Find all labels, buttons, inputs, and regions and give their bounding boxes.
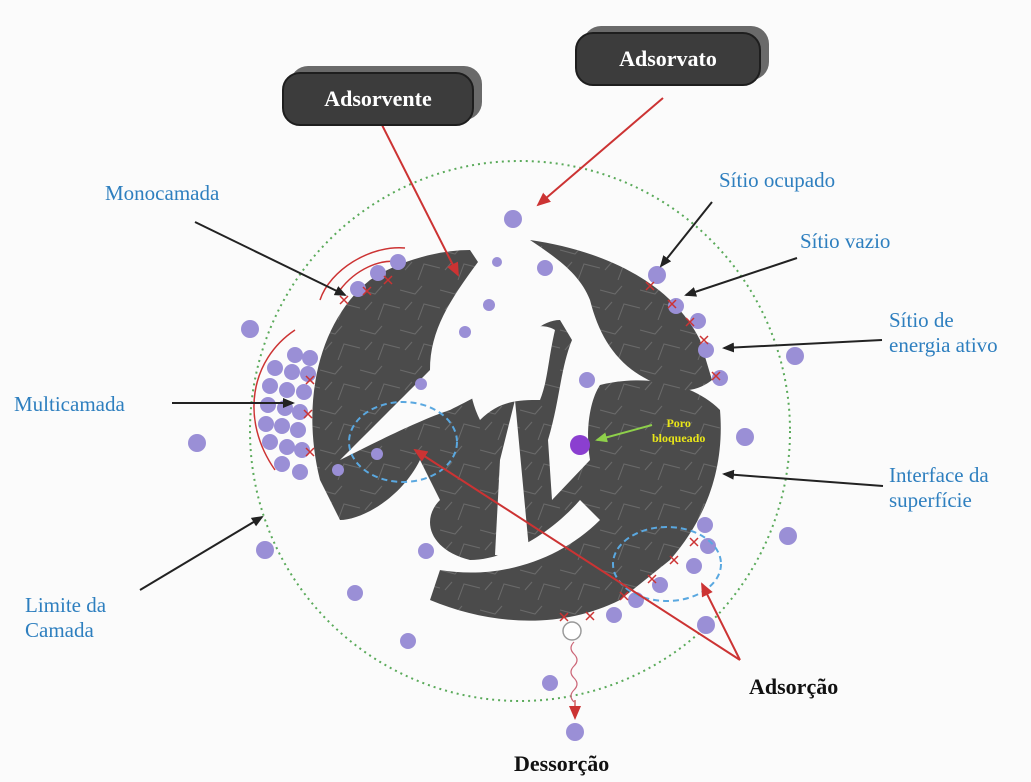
adsorvato-pill: Adsorvato	[575, 32, 761, 86]
limite-camada-label: Limite da Camada	[25, 593, 106, 643]
multicamada-label: Multicamada	[14, 392, 125, 417]
interface-label: Interface da superfície	[889, 463, 989, 513]
dessorcao-label: Dessorção	[514, 751, 609, 777]
sitio-energia-label: Sítio de energia ativo	[889, 308, 998, 358]
monocamada-label: Monocamada	[105, 181, 219, 206]
adsorcao-label: Adsorção	[749, 674, 838, 700]
adsorvente-pill: Adsorvente	[282, 72, 474, 126]
blocked-pore-dot	[570, 435, 590, 455]
sitio-vazio-label: Sítio vazio	[800, 229, 890, 254]
sitio-ocupado-label: Sítio ocupado	[719, 168, 835, 193]
desorption-site	[563, 622, 581, 640]
poro-bloqueado-label: Poro bloqueado	[652, 416, 705, 446]
